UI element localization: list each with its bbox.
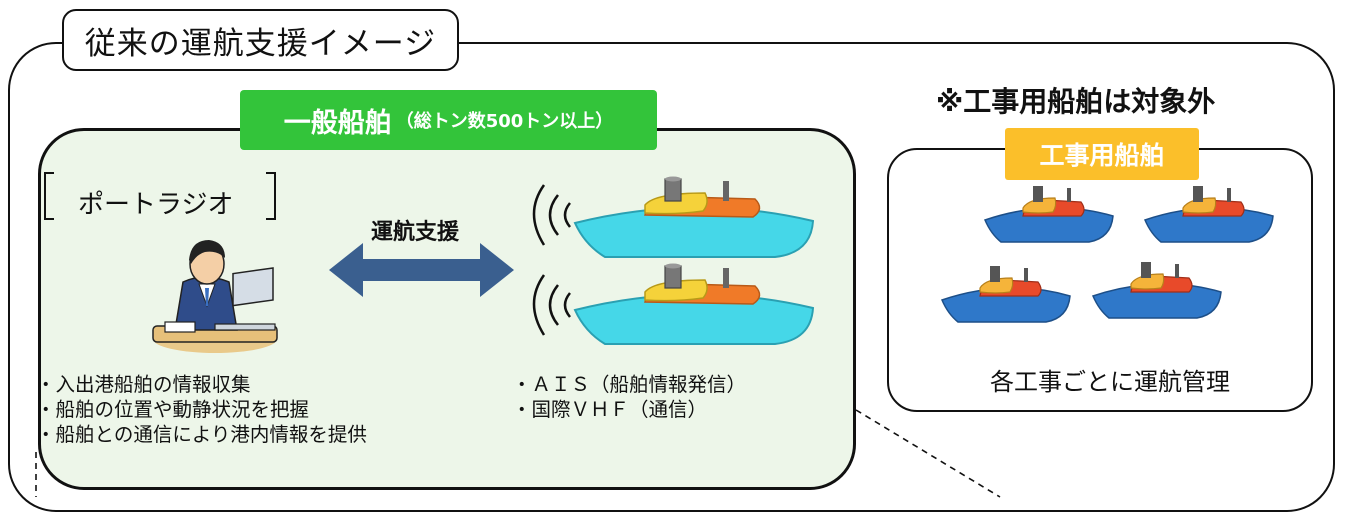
operator-illustration <box>152 240 278 353</box>
page-title-text: 従来の運航支援イメージ <box>84 25 437 62</box>
support-label: 運航支援 <box>371 220 460 245</box>
general-ships-subtitle: （総トン数500トン以上） <box>395 111 614 132</box>
general-ships-header: 一般船舶 （総トン数500トン以上） <box>240 90 657 150</box>
port-radio-task-list: 入出港船舶の情報収集 船舶の位置や動静状況を把握 船舶との通信により港内情報を提… <box>36 372 367 447</box>
construction-ship-icon <box>940 266 1071 323</box>
list-item: 国際ＶＨＦ（通信） <box>512 397 746 422</box>
radio-wave-icon <box>532 184 571 246</box>
bracket-right <box>266 172 276 220</box>
list-item: ＡＩＳ（船舶情報発信） <box>512 372 747 397</box>
construction-ship-icon <box>983 186 1114 243</box>
port-radio-label: ポートラジオ <box>78 190 234 220</box>
construction-ships-panel <box>887 148 1313 412</box>
construction-note: ※工事用船舶は対象外 <box>936 85 1216 118</box>
list-item: 船舶との通信により港内情報を提供 <box>36 422 367 447</box>
construction-ship-icon <box>1091 262 1222 319</box>
list-item: 船舶の位置や動静状況を把握 <box>36 397 367 422</box>
construction-ships-header: 工事用船舶 <box>1005 128 1199 180</box>
page-title: 従来の運航支援イメージ <box>62 9 459 71</box>
radio-wave-icon <box>532 274 571 336</box>
general-ship-icon <box>573 176 815 258</box>
bracket-left <box>44 172 54 220</box>
ship-system-list: ＡＩＳ（船舶情報発信） 国際ＶＨＦ（通信） <box>512 372 747 422</box>
list-item: 入出港船舶の情報収集 <box>36 372 367 397</box>
construction-ship-icon <box>1143 186 1274 243</box>
general-ship-icon <box>573 263 815 345</box>
general-ships-title: 一般船舶 <box>283 107 392 139</box>
construction-caption: 各工事ごとに運航管理 <box>990 368 1230 396</box>
dashed-leader-lines <box>35 409 1001 498</box>
support-arrow <box>329 243 514 297</box>
